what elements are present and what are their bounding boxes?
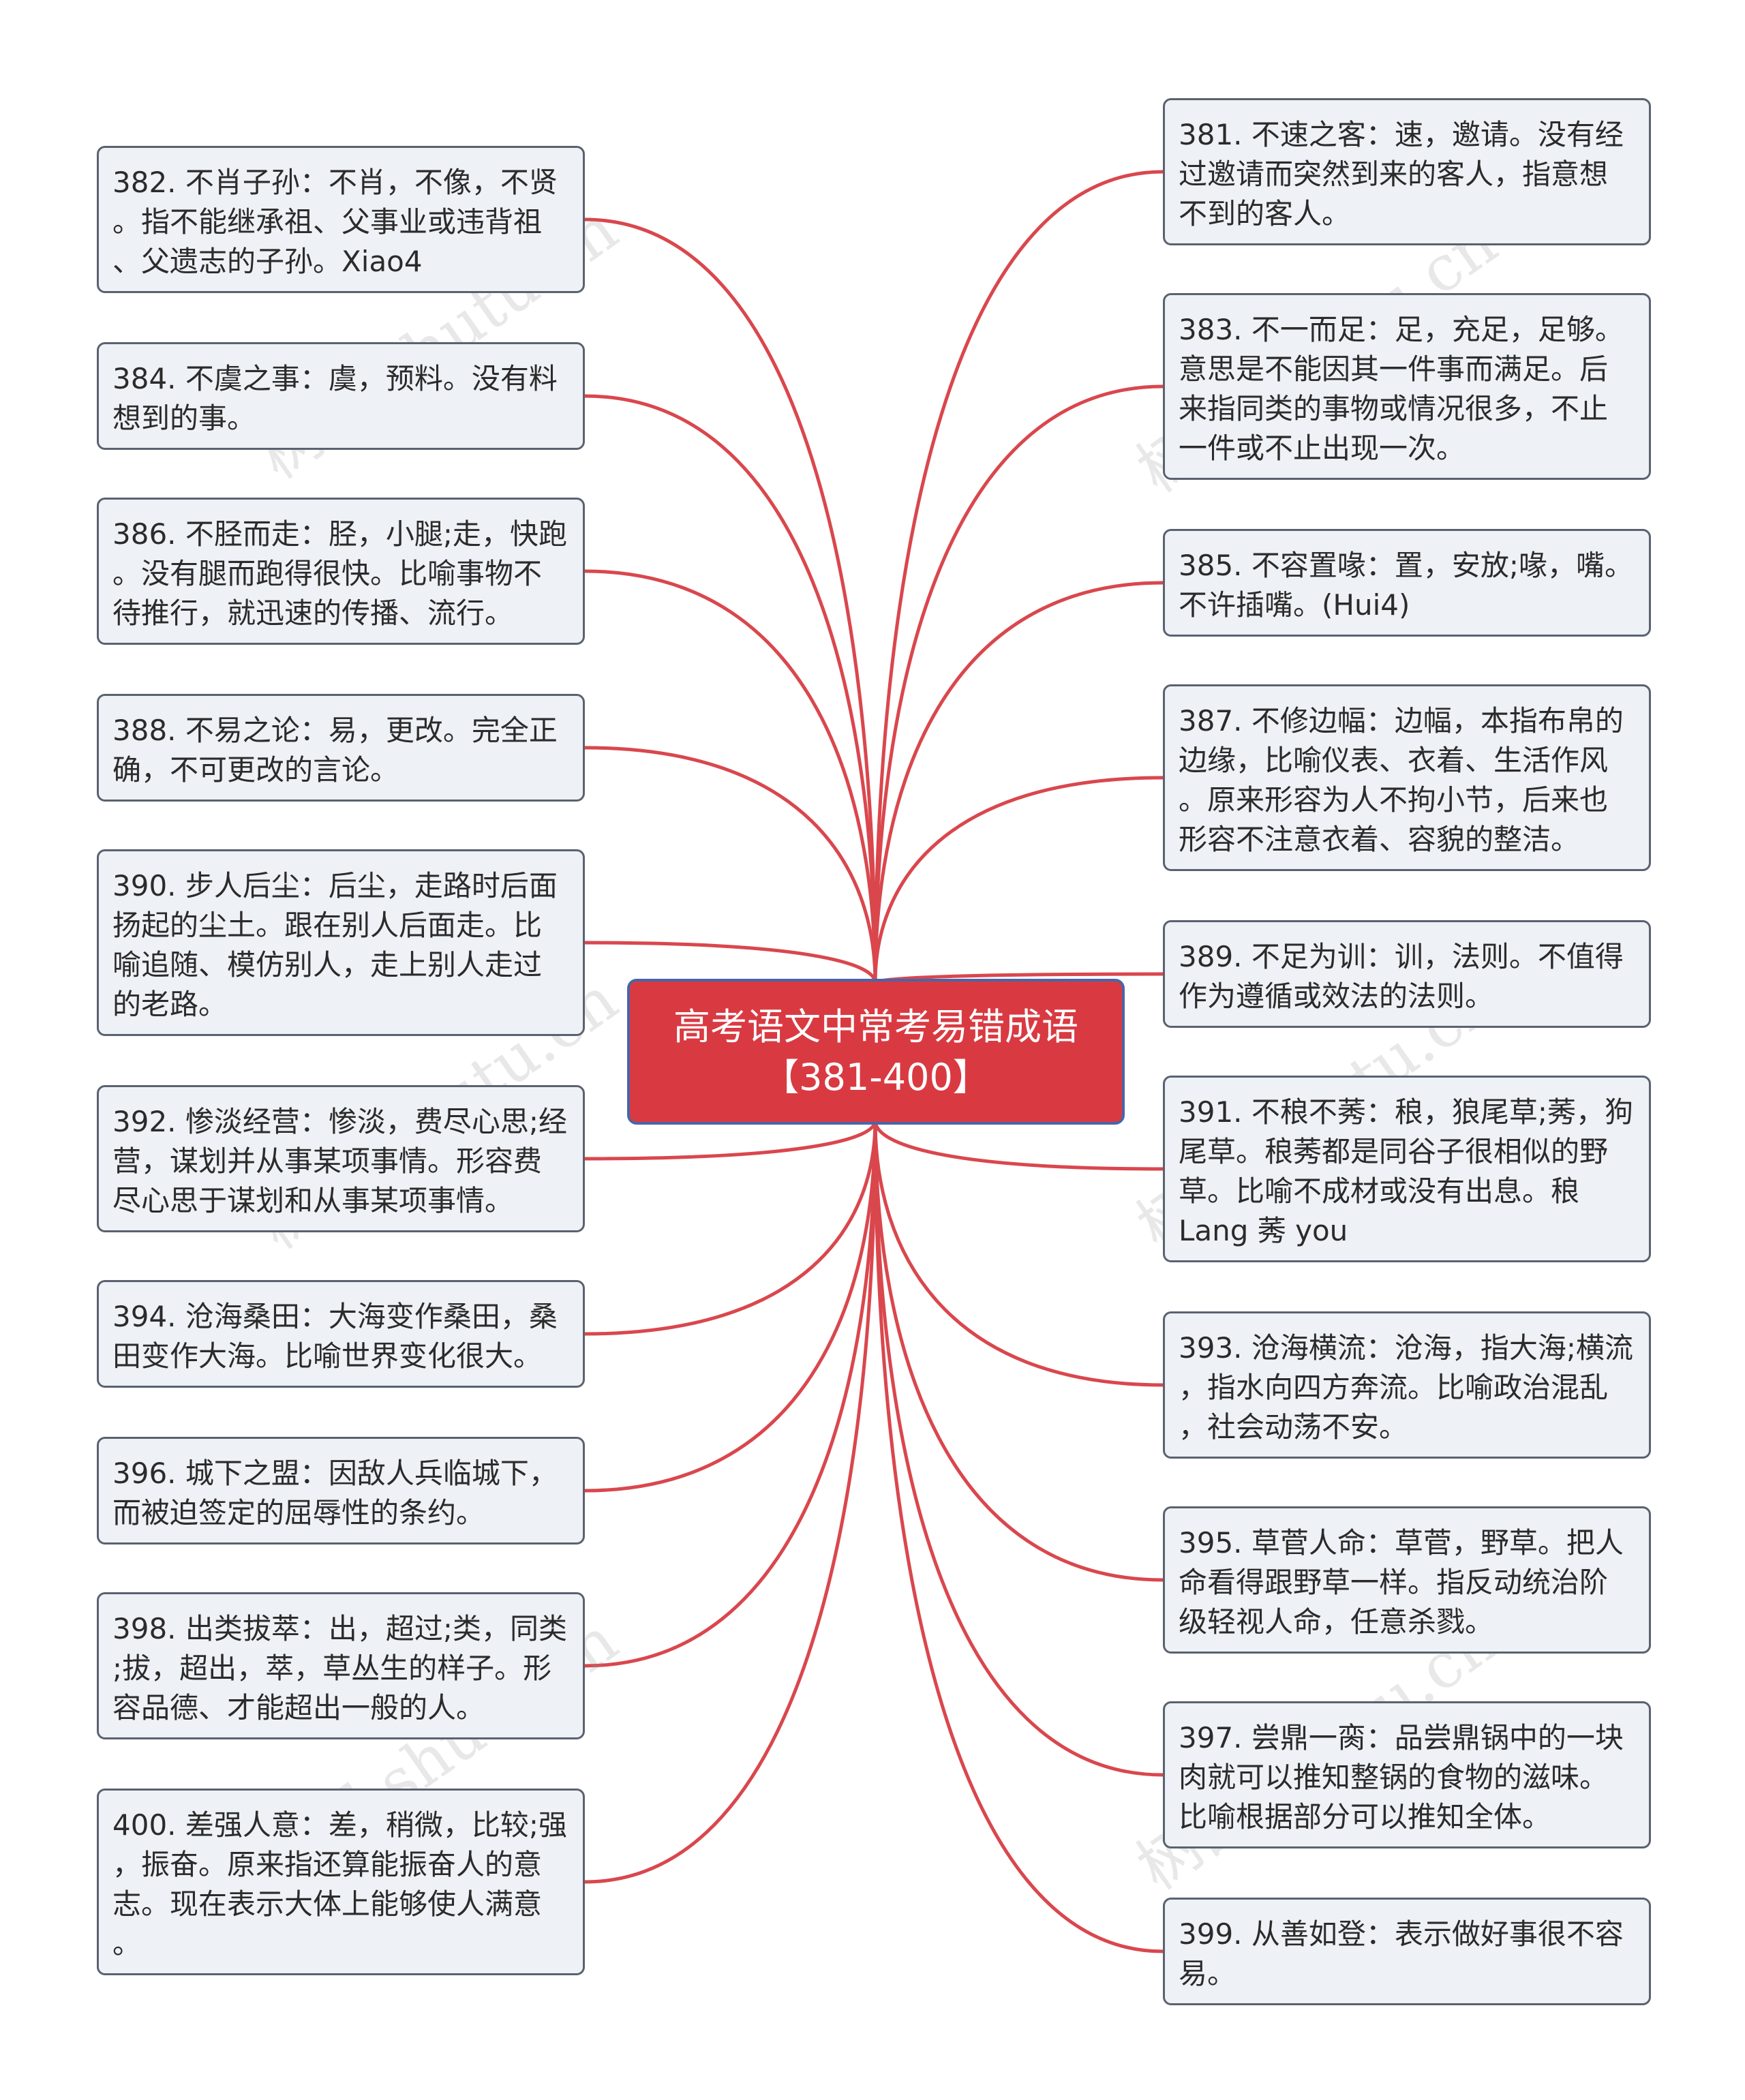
left-idiom-node-4[interactable]: 388. 不易之论：易，更改。完全正 确，不可更改的言论。 [97,694,585,802]
right-connector-3 [873,581,1164,984]
left-idiom-node-3[interactable]: 386. 不胫而走：胫，小腿;走，快跑 。没有腿而跑得很快。比喻事物不 待推行，… [97,498,585,645]
left-idiom-node-6[interactable]: 392. 惨淡经营：惨淡，费尽心思;经 营，谋划并从事某项事情。形容费 尽心思于… [97,1085,585,1232]
left-connector-2 [584,394,877,984]
left-connector-3 [584,569,877,984]
right-connector-8 [873,1120,1164,1582]
right-idiom-node-3[interactable]: 385. 不容置喙：置，安放;喙，嘴。 不许插嘴。(Hui4) [1163,529,1651,637]
left-idiom-node-5[interactable]: 390. 步人后尘：后尘，走路时后面 扬起的尘土。跟在别人后面走。比 喻追随、模… [97,849,585,1036]
left-connector-4 [584,746,877,984]
right-idiom-node-8[interactable]: 395. 草菅人命：草菅，野草。把人 命看得跟野草一样。指反动统治阶 级轻视人命… [1163,1506,1651,1654]
left-idiom-node-1[interactable]: 382. 不肖子孙：不肖，不像，不贤 。指不能继承祖、父事业或违背祖 、父遗志的… [97,146,585,293]
right-idiom-node-1[interactable]: 381. 不速之客：速，邀请。没有经 过邀请而突然到来的客人，指意想 不到的客人… [1163,98,1651,245]
right-connector-4 [873,776,1164,984]
right-idiom-node-4[interactable]: 387. 不修边幅：边幅，本指布帛的 边缘，比喻仪表、衣着、生活作风 。原来形容… [1163,684,1651,871]
left-idiom-node-9[interactable]: 398. 出类拔萃：出，超过;类，同类 ;拔，超出，萃，草丛生的样子。形 容品德… [97,1592,585,1739]
left-connector-8 [584,1120,877,1493]
right-connector-7 [873,1120,1164,1387]
right-idiom-node-7[interactable]: 393. 沧海横流：沧海，指大海;横流 ，指水向四方奔流。比喻政治混乱 ，社会动… [1163,1311,1651,1459]
right-connector-1 [873,170,1164,984]
left-idiom-node-2[interactable]: 384. 不虞之事：虞，预料。没有料 想到的事。 [97,342,585,450]
right-connector-6 [873,1120,1164,1171]
left-connector-5 [584,941,877,984]
left-idiom-node-8[interactable]: 396. 城下之盟：因敌人兵临城下， 而被迫签定的屈辱性的条约。 [97,1437,585,1544]
right-idiom-node-2[interactable]: 383. 不一而足：足，充足，足够。 意思是不能因其一件事而满足。后 来指同类的… [1163,293,1651,480]
left-connector-1 [584,217,877,984]
left-connector-10 [584,1120,877,1884]
right-connector-10 [873,1120,1164,1953]
left-connector-7 [584,1120,877,1336]
left-connector-6 [584,1120,877,1161]
root-topic[interactable]: 高考语文中常考易错成语 【381-400】 [627,979,1125,1125]
right-idiom-node-9[interactable]: 397. 尝鼎一脔：品尝鼎锅中的一块 肉就可以推知整锅的食物的滋味。 比喻根据部… [1163,1701,1651,1848]
right-connector-2 [873,384,1164,984]
left-connector-9 [584,1120,877,1668]
right-connector-9 [873,1120,1164,1777]
left-idiom-node-7[interactable]: 394. 沧海桑田：大海变作桑田，桑 田变作大海。比喻世界变化很大。 [97,1280,585,1388]
right-idiom-node-5[interactable]: 389. 不足为训：训，法则。不值得 作为遵循或效法的法则。 [1163,920,1651,1028]
right-idiom-node-10[interactable]: 399. 从善如登：表示做好事很不容 易。 [1163,1898,1651,2005]
right-idiom-node-6[interactable]: 391. 不稂不莠：稂，狼尾草;莠，狗 尾草。稂莠都是同谷子很相似的野 草。比喻… [1163,1076,1651,1262]
left-idiom-node-10[interactable]: 400. 差强人意：差，稍微，比较;强 ，振奋。原来指还算能振奋人的意 志。现在… [97,1789,585,1975]
